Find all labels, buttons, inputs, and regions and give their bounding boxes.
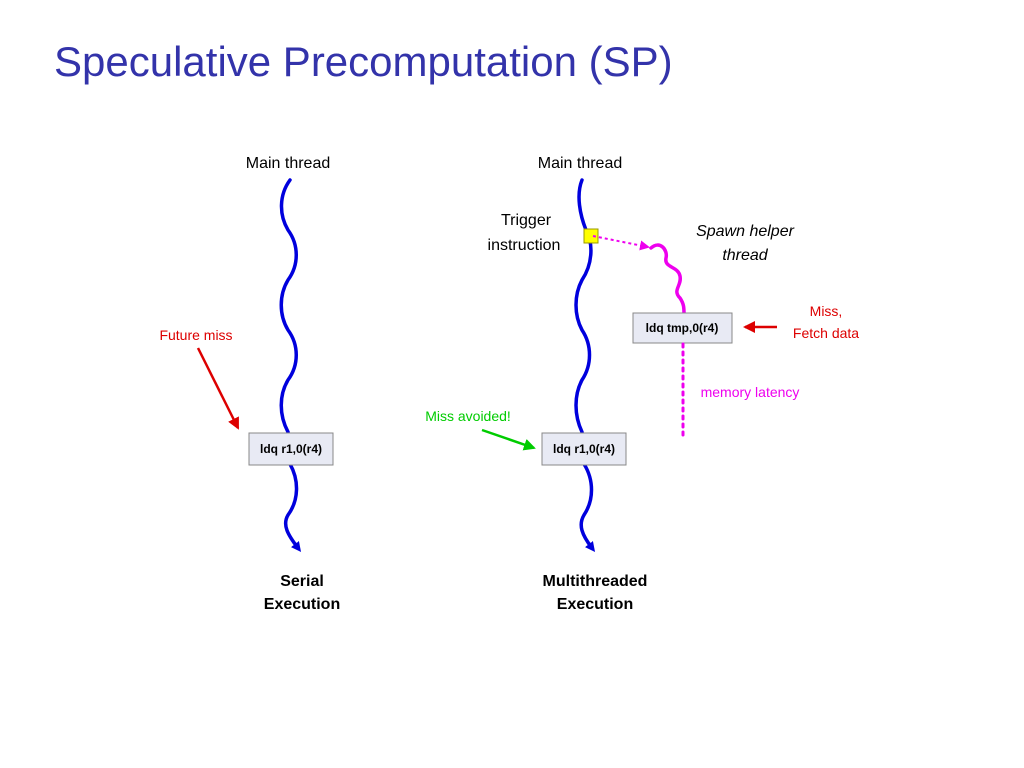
miss-label-line2: Fetch data — [793, 325, 859, 341]
spawn-dotted-arrow — [592, 235, 650, 251]
trigger-label-line1: Trigger — [501, 212, 552, 229]
serial-main-thread-wave — [279, 178, 298, 548]
future-miss-arrow — [196, 347, 240, 430]
serial-caption-line2: Execution — [264, 596, 340, 613]
serial-instruction-box — [248, 432, 334, 466]
future-miss-label: Future miss — [159, 327, 232, 343]
trigger-label-line2: instruction — [488, 237, 561, 254]
mt-caption-line1: Multithreaded — [543, 573, 648, 590]
helper-thread-wave — [649, 243, 686, 316]
multithreaded-column: Main thread Trigger instruction Spawn he… — [425, 155, 859, 613]
spawn-label-line2: thread — [722, 247, 768, 264]
miss-avoided-arrow — [481, 428, 536, 451]
helper-instruction-text: ldq tmp,0(r4) — [646, 321, 719, 335]
mt-caption-line2: Execution — [557, 596, 633, 613]
serial-caption-line1: Serial — [280, 573, 324, 590]
memory-latency-label: memory latency — [701, 384, 800, 400]
mt-instruction-box — [541, 432, 627, 466]
trigger-instruction-box — [583, 228, 599, 244]
mt-main-thread-label: Main thread — [538, 155, 623, 172]
mt-main-thread-wave — [574, 178, 592, 548]
slide-title: Speculative Precomputation (SP) — [54, 38, 673, 85]
spawn-label-line1: Spawn helper — [696, 223, 795, 240]
miss-avoided-label: Miss avoided! — [425, 408, 511, 424]
serial-instruction-text: ldq r1,0(r4) — [260, 442, 322, 456]
serial-column: Main thread Future miss ldq r1,0(r4) Ser… — [159, 155, 340, 613]
miss-label-line1: Miss, — [810, 303, 843, 319]
mt-instruction-text: ldq r1,0(r4) — [553, 442, 615, 456]
serial-main-thread-label: Main thread — [246, 155, 331, 172]
